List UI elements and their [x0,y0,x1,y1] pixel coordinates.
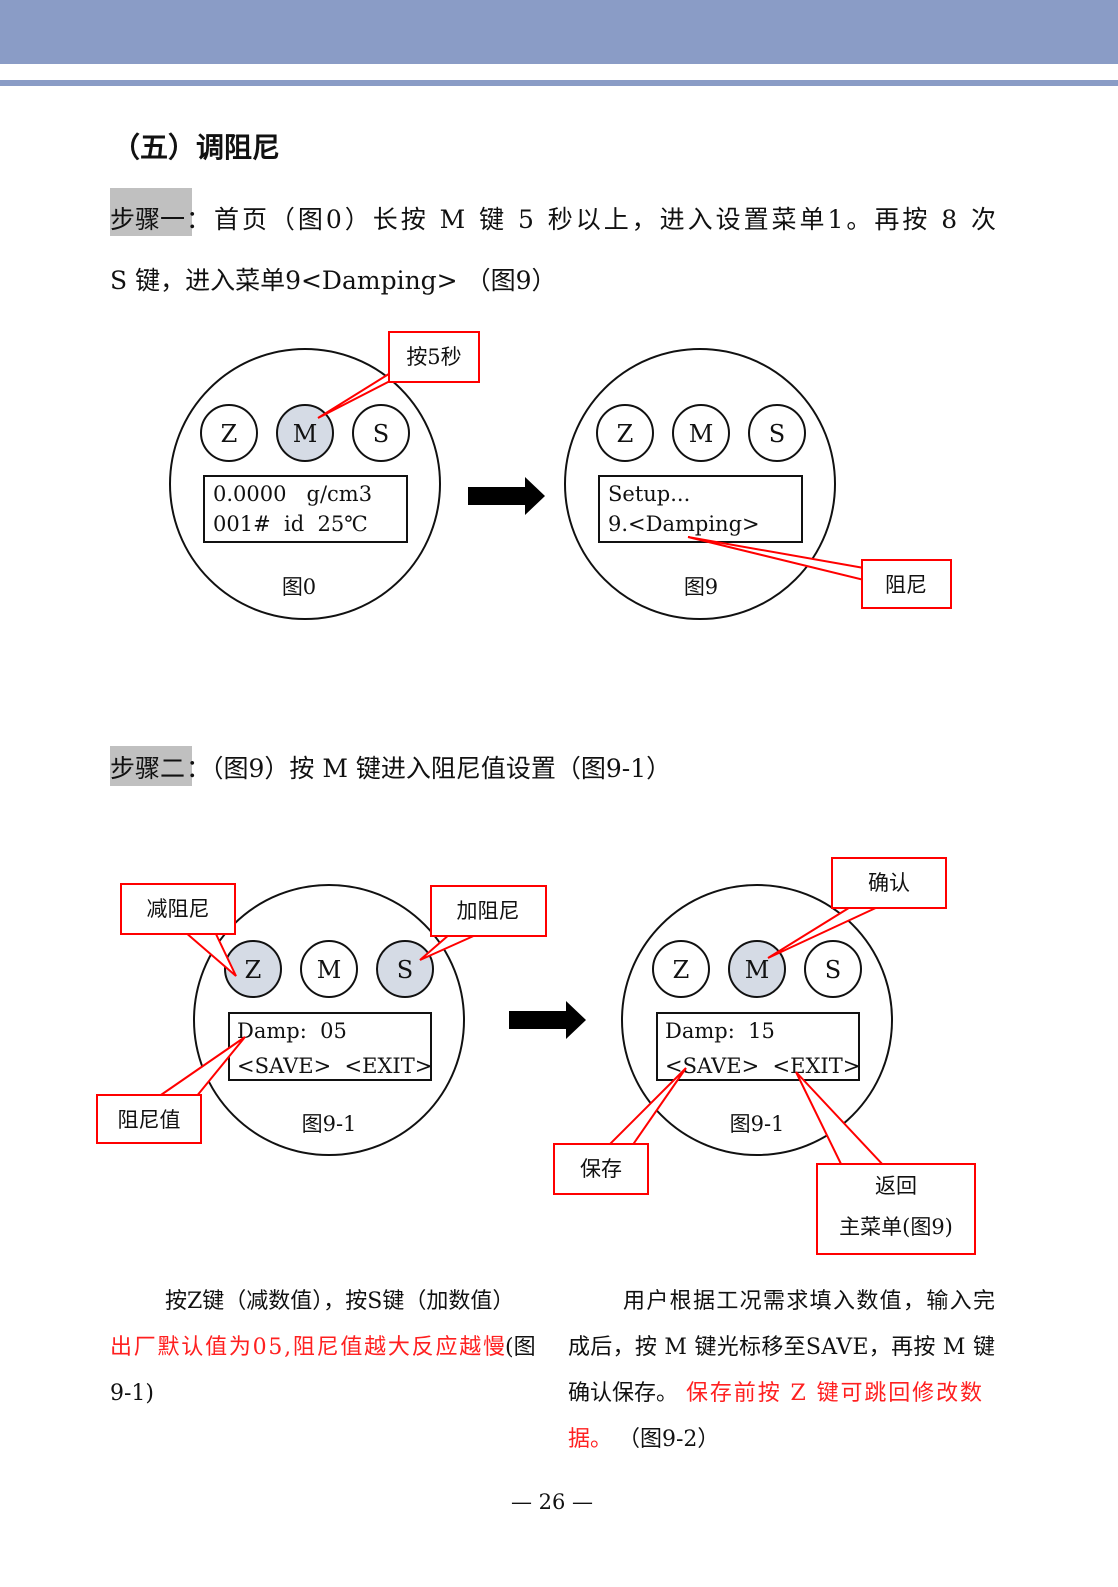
s-key-label: S [373,420,389,448]
z-key-label: Z [221,420,238,448]
lcd-display [228,1012,432,1081]
s-key [748,404,806,462]
right-text-line2: 成后，按 M 键光标移至SAVE，再按 M 键 [568,1335,995,1360]
header-band [0,0,1118,64]
callout-box [430,885,547,937]
callout-main-menu: 主菜单(图9) [839,1215,953,1239]
m-key [672,404,730,462]
callout-box [96,1094,202,1144]
callout-box [388,331,480,383]
figure-caption: 图9-1 [302,1112,357,1136]
s-key-label: S [825,956,841,984]
step2-highlight [110,746,192,786]
callout-damping-value: 阻尼值 [118,1108,181,1132]
lcd-display [203,475,408,543]
figure-9: Z M S Setup... 9.<Damping> 图9 阻尼 [564,348,952,620]
arrow-right-icon [509,1001,586,1039]
figure-9-1-save: Z M S Damp: 15 <SAVE> <EXIT> 图9-1 确认 保存 … [553,857,976,1255]
right-text-line3-red: 保存前按 Z 键可跳回修改数 [686,1381,982,1406]
callout-box [816,1163,976,1255]
m-key-label: M [317,956,342,984]
z-key-label: Z [673,956,690,984]
lcd-line2: <SAVE> <EXIT> [237,1054,432,1078]
callout-box [553,1143,649,1195]
step1-line1: ：首页（图0）长按 M 键 5 秒以上，进入设置菜单1。再按 8 次 [186,205,996,234]
s-key-label: S [397,956,413,984]
section-title: （五）调阻尼 [112,131,280,164]
lcd-line2: 001# id 25℃ [213,512,368,536]
m-key-pressed [276,404,334,462]
left-text-line2-red: 出厂默认值为05,阻尼值越大反应越慢 [110,1335,505,1360]
right-text-line4-red: 据。 [568,1427,612,1452]
lcd-line1: Damp: 15 [665,1019,775,1043]
callout-save: 保存 [580,1157,622,1181]
z-key-label: Z [245,956,262,984]
lcd-line1: 0.0000 g/cm3 [213,482,372,506]
step1-line2: S 键，进入菜单9<Damping> （图9） [110,266,557,295]
s-key-pressed [376,940,434,998]
m-key-label: M [689,420,714,448]
step2-label: 步骤二 [110,754,185,783]
header-stripe [0,80,1118,86]
m-key-label: M [745,956,770,984]
lcd-display [656,1012,860,1081]
lcd-line1: Damp: 05 [237,1019,347,1043]
z-key-pressed [224,940,282,998]
m-key [300,940,358,998]
lcd-line1: Setup... [608,482,690,506]
callout-return: 返回 [875,1174,917,1198]
callout-damping: 阻尼 [885,573,927,597]
step1-highlight [110,188,192,236]
callout-press-5s: 按5秒 [406,345,461,369]
lcd-line2: <SAVE> <EXIT> [665,1054,860,1078]
callout-decrease-damping: 减阻尼 [147,897,210,921]
callout-confirm: 确认 [868,871,910,895]
s-key [352,404,410,462]
left-text-line1: 按Z键（减数值），按S键（加数值） [165,1289,514,1314]
right-text-line1: 用户根据工况需求填入数值，输入完 [623,1289,995,1314]
left-text-line2-tail: (图 [505,1335,536,1360]
lcd-display [598,475,803,543]
z-key [652,940,710,998]
figure-caption: 图9 [684,575,718,599]
s-key [804,940,862,998]
figure-caption: 图9-1 [730,1112,785,1136]
figure-9-1-adjust: Z M S Damp: 05 <SAVE> <EXIT> 图9-1 减阻尼 加阻… [96,883,547,1156]
left-text-line3: 9-1) [110,1381,154,1406]
z-key [200,404,258,462]
figure-caption: 图0 [282,575,316,599]
s-key-label: S [769,420,785,448]
callout-pointer [605,1067,687,1147]
z-key-label: Z [617,420,634,448]
right-text-line4-black: （图9-2） [618,1427,719,1452]
callout-pointer [795,1071,887,1167]
arrow-right-icon [468,477,545,515]
figure-0: Z M S 0.0000 g/cm3 001# id 25℃ 图0 按5秒 [169,331,480,620]
callout-increase-damping: 加阻尼 [457,899,520,923]
callout-box [831,857,947,909]
step2-line1: ：（图9）按 M 键进入阻尼值设置（图9-1） [186,754,671,783]
callout-pointer [687,536,865,582]
lcd-line2: 9.<Damping> [608,512,760,536]
right-text-line3-black: 确认保存。 [568,1381,678,1406]
page-number: — 26 — [511,1490,593,1514]
step1-label: 步骤一 [110,205,185,234]
callout-box [861,559,952,609]
z-key [596,404,654,462]
m-key-label: M [293,420,318,448]
callout-box [120,883,236,935]
